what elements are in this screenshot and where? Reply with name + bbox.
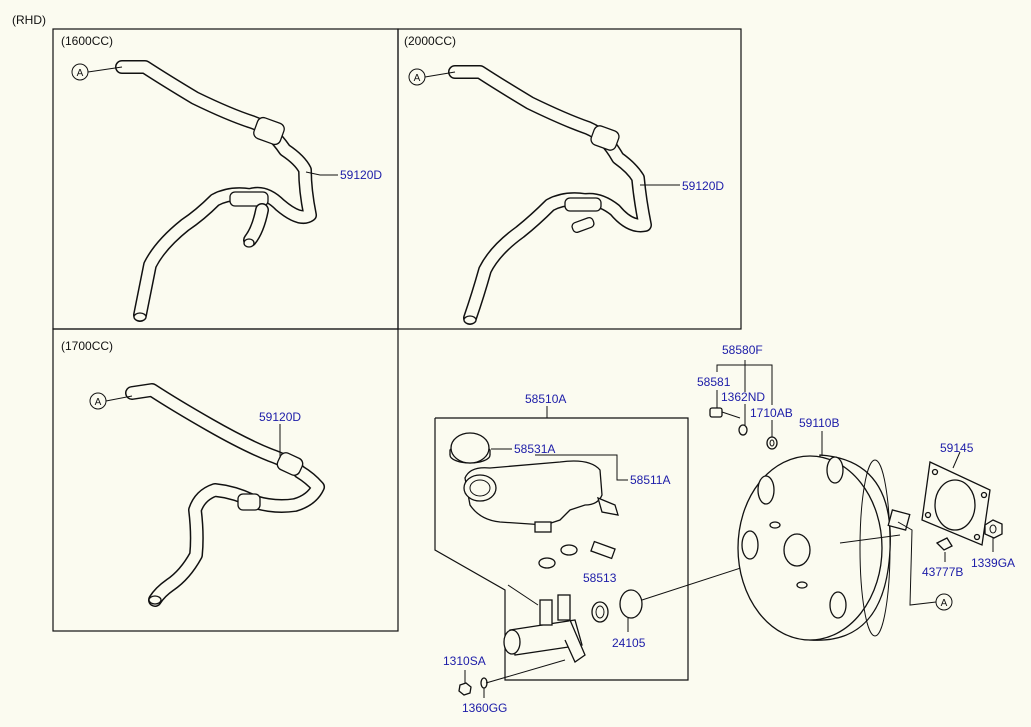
panel-1700cc-title: (1700CC) [61, 339, 113, 353]
booster-gasket [921, 461, 991, 546]
washer2-label: 1710AB [750, 406, 793, 420]
seal-ring [591, 601, 609, 623]
ref-a-booster [935, 593, 953, 611]
svg-text:A: A [77, 68, 84, 79]
washer2 [766, 436, 778, 450]
master-cylinder-frame [434, 417, 689, 681]
washer1-label: 1362ND [721, 390, 765, 404]
vacuum-hose-1700cc [125, 383, 325, 607]
svg-text:A: A [414, 73, 421, 84]
vacuum-hose-1600cc [115, 60, 317, 322]
hose-label-1600cc: 59120D [340, 168, 382, 182]
cap-label: 58531A [514, 442, 555, 456]
check-valve-kit-label: 58580F [722, 343, 763, 357]
nut-booster-label: 1339GA [971, 556, 1015, 570]
clevis-clip [935, 537, 953, 551]
panel-2000cc-frame [397, 28, 742, 330]
check-valve-bolt [709, 407, 741, 419]
clip-label: 43777B [922, 565, 963, 579]
brake-booster [737, 454, 911, 641]
panel-1700cc-frame [52, 328, 399, 632]
ref-a-1700cc [89, 392, 107, 410]
hose-label-1700cc: 59120D [259, 410, 301, 424]
washer-label: 1360GG [462, 701, 507, 715]
hose-label-2000cc: 59120D [682, 179, 724, 193]
cylinder-body [503, 584, 586, 663]
grommets [538, 540, 616, 569]
booster-label: 59110B [799, 416, 839, 430]
ref-a-2000cc [408, 68, 426, 86]
bolt-label: 58581 [697, 375, 731, 389]
packing-disc [619, 589, 643, 619]
svg-text:A: A [95, 397, 102, 408]
ref-a-1600cc [71, 63, 89, 81]
reservoir [463, 460, 619, 533]
seal-label: 24105 [612, 636, 646, 650]
booster-nut [984, 519, 1003, 539]
variant-label: (RHD) [12, 13, 46, 27]
nut-label: 1310SA [443, 654, 486, 668]
panel-1600cc-title: (1600CC) [61, 34, 113, 48]
panel-2000cc-title: (2000CC) [404, 34, 456, 48]
mounting-nut [458, 682, 472, 696]
vacuum-hose-2000cc [448, 65, 652, 325]
reservoir-cap [449, 432, 491, 464]
grommet-label: 58513 [583, 571, 617, 585]
reservoir-label: 58511A [630, 473, 670, 487]
washer1 [738, 424, 748, 436]
master-cylinder-label: 58510A [525, 392, 566, 406]
gasket-label: 59145 [940, 441, 974, 455]
svg-text:A: A [941, 598, 948, 609]
